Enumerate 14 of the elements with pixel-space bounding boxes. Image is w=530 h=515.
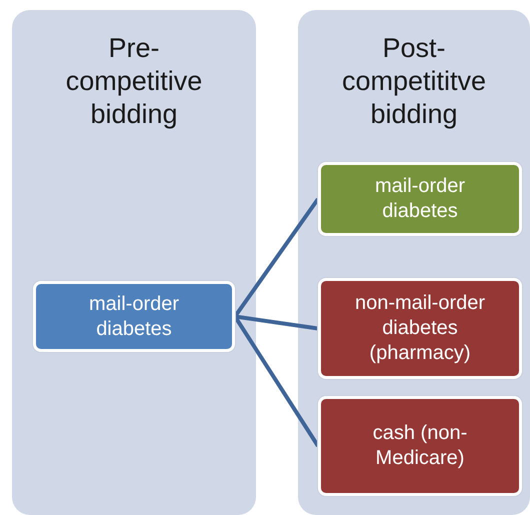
column-panel: [12, 10, 256, 515]
process-box: [318, 396, 522, 496]
column-title: Post-competititve bidding: [340, 32, 488, 131]
process-box: [33, 281, 235, 352]
column-title: Pre-competitive bidding: [64, 32, 204, 131]
box-label: cash (non-Medicare): [372, 421, 468, 471]
box-label: non-mail-order diabetes (pharmacy): [354, 291, 486, 366]
connector-line: [234, 314, 318, 330]
column-panel: [298, 10, 530, 515]
connector-line: [233, 198, 320, 318]
box-label: mail-order diabetes: [88, 292, 180, 342]
process-box: [318, 278, 522, 379]
box-label: mail-order diabetes: [374, 174, 466, 224]
process-box: [318, 162, 522, 236]
